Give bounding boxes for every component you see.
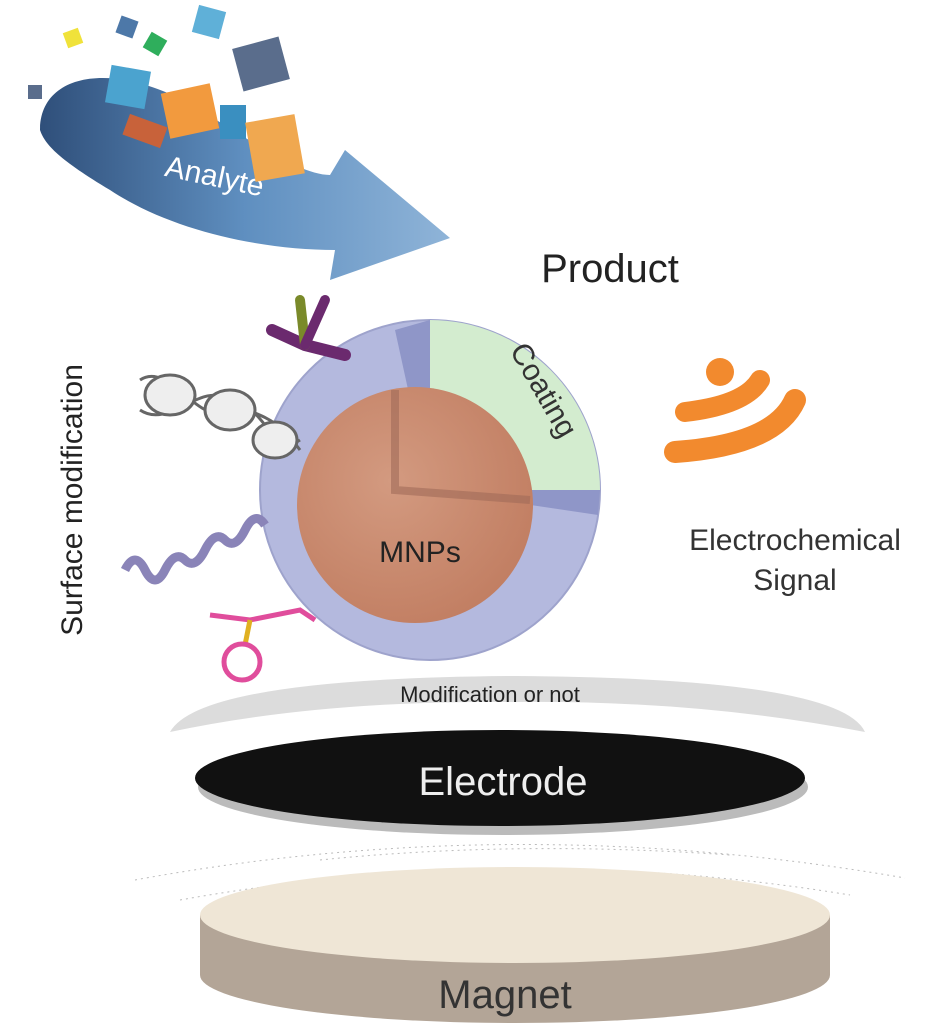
product-label: Product <box>541 247 679 291</box>
aptamer-icon <box>209 607 317 683</box>
magnetic-nanoparticle: Coating MNPs <box>259 319 601 661</box>
dna-icon <box>139 373 302 460</box>
surface-modification-label: Surface modification <box>56 364 89 636</box>
mnps-label: MNPs <box>379 536 461 569</box>
signal-label-line1: Electrochemical <box>689 524 901 557</box>
modification-layer: Modification or not <box>170 676 865 732</box>
peptide-icon <box>120 514 269 585</box>
antibody-icon <box>266 295 351 361</box>
cube-icon <box>28 4 305 182</box>
modification-label: Modification or not <box>400 682 580 707</box>
magnet-label: Magnet <box>438 973 571 1017</box>
magnet: Magnet <box>200 867 830 1023</box>
electrode: Electrode <box>195 730 808 835</box>
signal-label-line2: Signal <box>753 564 836 597</box>
electrode-label: Electrode <box>419 760 588 804</box>
signal-wave-icon <box>664 358 806 463</box>
